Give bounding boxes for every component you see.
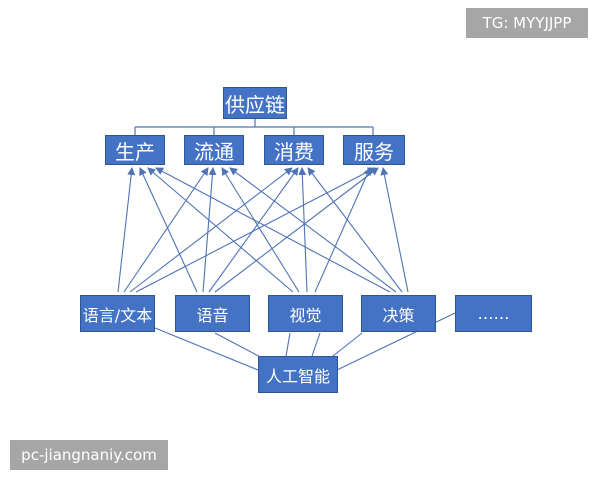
capability-arrows	[117, 167, 409, 293]
node-more: ……	[455, 295, 532, 332]
watermark-top: TG: MYYJJPP	[466, 8, 588, 38]
node-circulation: 流通	[184, 135, 244, 165]
supply-chain-bracket	[134, 119, 374, 135]
watermark-bottom: pc-jiangnaniy.com	[10, 440, 168, 470]
node-service: 服务	[343, 135, 405, 165]
node-consumption: 消费	[264, 135, 324, 165]
node-language-text: 语言/文本	[80, 295, 155, 332]
node-vision: 视觉	[268, 295, 343, 332]
node-production: 生产	[105, 135, 165, 165]
node-supply-chain: 供应链	[223, 87, 287, 119]
node-ai: 人工智能	[258, 356, 338, 393]
node-speech: 语音	[175, 295, 250, 332]
node-decision: 决策	[361, 295, 436, 332]
